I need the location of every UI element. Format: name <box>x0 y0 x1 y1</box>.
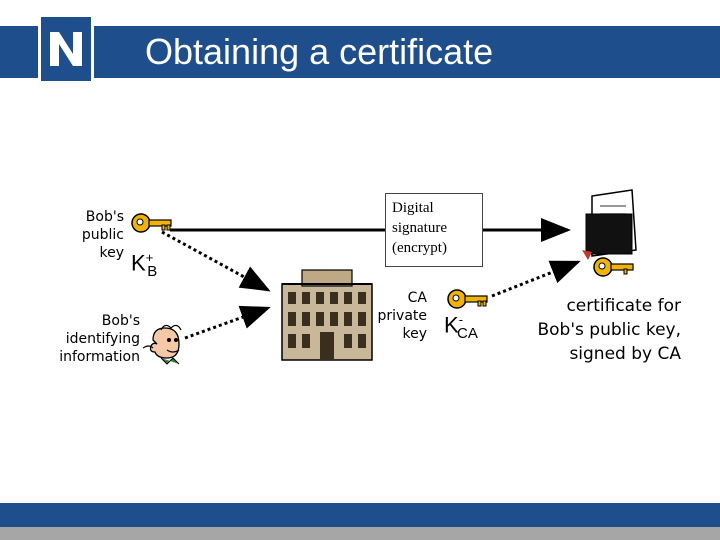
ca-key-label-line3: key <box>402 326 427 342</box>
certificate-caption-line2: Bob's public key, <box>537 320 681 340</box>
signature-line1: Digital <box>392 200 434 216</box>
bob-key-label-line2: public <box>81 227 124 243</box>
header-band <box>0 26 720 78</box>
certificate-caption-line1: certificate for <box>566 296 681 316</box>
ca-key-label: CA private key <box>365 289 428 343</box>
ca-private-key-symbol: K-CA <box>444 312 478 342</box>
footer-stripe <box>0 527 720 540</box>
bob-info-label-line1: Bob's <box>101 313 140 329</box>
signature-line2: signature <box>392 220 447 236</box>
bob-info-label-line3: information <box>59 349 140 365</box>
arrow-info-to-ca <box>184 305 271 340</box>
arrow-ca-to-certificate <box>491 260 581 298</box>
footer-band <box>0 503 720 527</box>
bob-key-label-line1: Bob's <box>85 209 124 225</box>
person-icon <box>142 324 182 365</box>
university-logo <box>38 14 94 84</box>
slide-title: Obtaining a certificate <box>145 31 494 72</box>
bob-key-label: Bob's public key <box>60 208 124 262</box>
header-background <box>0 26 720 78</box>
logo-n-icon <box>38 14 94 84</box>
certificate-icon <box>582 189 637 277</box>
bob-key-label-line3: key <box>99 245 124 261</box>
bob-public-key-symbol: K+B <box>131 250 158 280</box>
certificate-caption-line3: signed by CA <box>569 344 681 364</box>
digital-signature-box: Digital signature (encrypt) <box>385 193 483 267</box>
ca-key-label-line1: CA <box>407 290 427 306</box>
key-icon <box>131 213 172 233</box>
building-icon <box>281 269 373 361</box>
bob-info-label-line2: identifying <box>65 331 140 347</box>
key-icon <box>447 289 488 309</box>
bob-info-label: Bob's identifying information <box>40 312 140 366</box>
ca-key-label-line2: private <box>377 308 428 324</box>
arrow-key-to-ca <box>161 230 271 292</box>
certificate-caption: certificate for Bob's public key, signed… <box>505 294 681 366</box>
signature-line3: (encrypt) <box>392 240 447 256</box>
